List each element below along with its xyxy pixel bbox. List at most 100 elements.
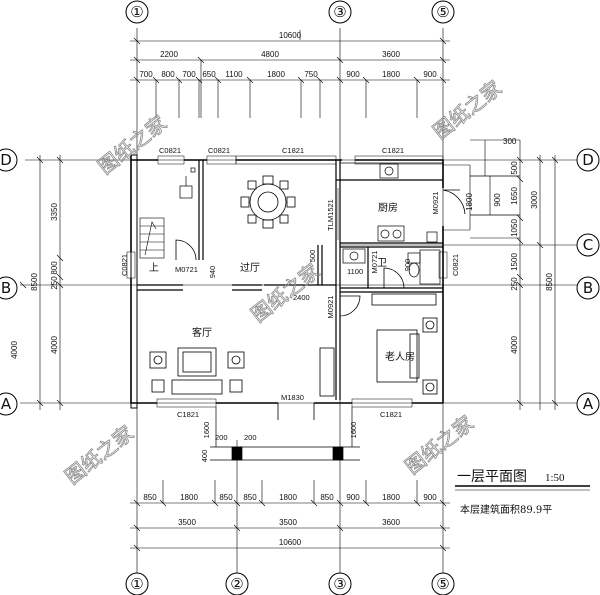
code-m0721-a: M0721 bbox=[175, 265, 198, 274]
dim-right-top-1800: 1800 bbox=[465, 193, 474, 211]
code-c0821-right: C0821 bbox=[451, 254, 460, 276]
top-dimension-texts: 10600 2200 4800 3600 700 800 700 650 110… bbox=[139, 31, 437, 79]
windows bbox=[126, 155, 448, 408]
dim-bot-r1-2: 850 bbox=[219, 493, 233, 502]
dim-right-0: 500 bbox=[510, 161, 519, 175]
room-label-hall: 过厅 bbox=[240, 261, 260, 274]
dim-top-r2-0: 700 bbox=[139, 70, 153, 79]
axis-label-1-top: ① bbox=[130, 3, 143, 21]
floor-area-note: 本层建筑面积89.9平 bbox=[460, 503, 552, 516]
dim-bot-r1-6: 900 bbox=[346, 493, 360, 502]
dim-1100: 1100 bbox=[347, 267, 363, 276]
axis-label-B-right: B bbox=[583, 279, 593, 297]
room-label-elder: 老人房 bbox=[385, 350, 415, 363]
code-c0821-b: C0821 bbox=[208, 146, 230, 155]
dim-940: 940 bbox=[208, 266, 217, 279]
dim-200b: 200 bbox=[244, 433, 257, 442]
watermark-2: 图纸之家 bbox=[428, 76, 506, 144]
code-c1821-top2: C1821 bbox=[382, 146, 404, 155]
code-c1821-bl: C1821 bbox=[177, 410, 199, 419]
dim-left-1: 800 bbox=[50, 261, 59, 275]
axis-label-A-right: A bbox=[583, 395, 594, 413]
left-dimension-texts: 3350 800 250 4000 8500 4000 bbox=[10, 203, 59, 359]
watermark-4: 图纸之家 bbox=[60, 421, 138, 489]
code-m1830: M1830 bbox=[281, 393, 304, 402]
dim-400: 400 bbox=[200, 450, 209, 463]
dim-left-3: 4000 bbox=[50, 336, 59, 354]
dim-top-r1-2: 3600 bbox=[382, 50, 400, 59]
axis-bubble-labels: ① ③ ⑤ ① ② ③ ⑤ D D C B B A A bbox=[0, 3, 594, 593]
porch bbox=[210, 407, 360, 461]
bottom-dimension-chains bbox=[130, 480, 450, 552]
dim-top-r1-1: 4800 bbox=[261, 50, 279, 59]
room-label-bath: 卫 bbox=[377, 258, 387, 269]
kitchen-fixtures-icon bbox=[339, 162, 444, 243]
top-dimension-chains bbox=[130, 37, 450, 118]
dim-bot-r1-7: 1800 bbox=[382, 493, 400, 502]
axis-label-3-top: ③ bbox=[333, 3, 346, 21]
dim-900: 900 bbox=[403, 259, 412, 272]
axis-label-A-left: A bbox=[1, 395, 12, 413]
sofa-set-icon bbox=[149, 347, 335, 397]
axis-label-2-bottom: ② bbox=[230, 575, 243, 593]
right-dimension-texts: 500 1650 900 1050 1500 250 4000 3000 850… bbox=[465, 137, 554, 354]
dim-bot-r1-5: 850 bbox=[320, 493, 334, 502]
code-tlm1521: TLM1521 bbox=[326, 199, 335, 231]
axis-label-1-bottom: ① bbox=[130, 575, 143, 593]
dim-bot-r1-1: 1800 bbox=[180, 493, 198, 502]
drawing-title: 一层平面图 bbox=[457, 469, 527, 485]
dim-top-r2-6: 750 bbox=[304, 70, 318, 79]
dim-bot-r1-0: 850 bbox=[143, 493, 157, 502]
dim-bot-r1-8: 900 bbox=[423, 493, 437, 502]
code-c0821-a: C0821 bbox=[159, 146, 181, 155]
axis-label-D-right: D bbox=[582, 151, 594, 169]
code-m0721-b: M0721 bbox=[370, 251, 379, 274]
axis-label-D-left: D bbox=[0, 151, 12, 169]
axis-label-3-bottom: ③ bbox=[333, 575, 346, 593]
dim-right-5: 250 bbox=[510, 277, 519, 291]
right-dimension-chains bbox=[470, 139, 559, 410]
dim-bot-total: 10600 bbox=[279, 538, 302, 547]
doors bbox=[175, 189, 466, 420]
dim-right-1: 1650 bbox=[510, 187, 519, 205]
bed-icon bbox=[371, 293, 438, 395]
dim-left-2: 250 bbox=[50, 276, 59, 290]
dim-right-2: 900 bbox=[493, 193, 502, 207]
dim-right-outer-1: 8500 bbox=[545, 273, 554, 291]
dim-left-total: 8500 bbox=[30, 273, 39, 291]
code-m0921-a: M0921 bbox=[431, 192, 440, 215]
dim-500: 500 bbox=[308, 250, 317, 263]
dim-top-r2-4: 1100 bbox=[225, 70, 243, 79]
code-m0921-b: M0921 bbox=[326, 296, 335, 319]
exterior-walls bbox=[130, 154, 444, 409]
dim-top-r2-1: 800 bbox=[161, 70, 175, 79]
dim-1600b: 1600 bbox=[349, 422, 358, 439]
dim-right-top-300: 300 bbox=[503, 137, 517, 146]
dim-top-r1-0: 2200 bbox=[160, 50, 178, 59]
stair-up-label: 上 bbox=[149, 262, 159, 274]
room-labels: 过厅 厨房 卫 客厅 老人房 上 bbox=[149, 201, 415, 363]
dim-bot-r1-3: 850 bbox=[243, 493, 257, 502]
dim-right-outer-0: 3000 bbox=[530, 191, 539, 209]
axis-label-C-right: C bbox=[583, 236, 593, 254]
dim-top-r2-3: 650 bbox=[202, 70, 216, 79]
dim-top-total: 10600 bbox=[279, 31, 302, 40]
dim-left-outer2: 4000 bbox=[10, 341, 19, 359]
side-steps bbox=[443, 140, 520, 231]
dim-bot-r2-1: 3500 bbox=[279, 518, 297, 527]
watermarks: 图纸之家 图纸之家 图纸之家 图纸之家 图纸之家 bbox=[60, 75, 507, 489]
dim-bot-r2-2: 3600 bbox=[382, 518, 400, 527]
room-label-living: 客厅 bbox=[192, 326, 212, 339]
dim-bot-r1-4: 1800 bbox=[279, 493, 297, 502]
dining-table-icon bbox=[240, 175, 296, 229]
dim-left-0: 3350 bbox=[50, 203, 59, 221]
opening-codes: C0821 C0821 C1821 C1821 TLM1521 M0921 M0… bbox=[120, 146, 460, 462]
axis-label-5-bottom: ⑤ bbox=[436, 575, 449, 593]
watermark-1: 图纸之家 bbox=[93, 111, 171, 179]
dim-right-4: 1500 bbox=[510, 253, 519, 271]
code-c1821-br: C1821 bbox=[380, 410, 402, 419]
dim-right-6: 4000 bbox=[510, 336, 519, 354]
dim-bot-r2-0: 3500 bbox=[178, 518, 196, 527]
